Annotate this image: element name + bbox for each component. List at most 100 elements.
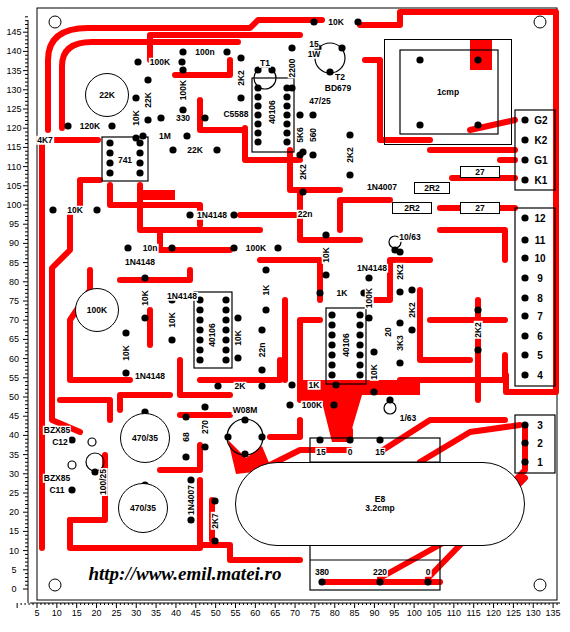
axis-tick — [25, 539, 28, 540]
axis-tick — [267, 603, 268, 605]
solder-pad — [332, 381, 339, 388]
pin-label: 5 — [536, 350, 544, 361]
solder-pad — [309, 151, 316, 158]
axis-tick — [191, 603, 192, 605]
solder-pad — [136, 169, 143, 176]
axis-tick — [509, 603, 510, 605]
axis-tick — [25, 251, 28, 252]
axis-tick — [23, 339, 28, 340]
axis-tick — [25, 132, 28, 133]
part-name: 15 — [308, 40, 319, 49]
axis-tick — [25, 347, 28, 348]
axis-tick — [338, 603, 339, 605]
solder-pad — [230, 244, 237, 251]
axis-tick — [291, 603, 292, 605]
solder-pad — [521, 351, 528, 358]
axis-tick — [430, 603, 431, 605]
axis-tick — [100, 603, 101, 605]
axis-tick — [23, 51, 28, 52]
axis-tick — [25, 231, 28, 232]
axis-tick — [279, 603, 280, 605]
axis-tick — [179, 603, 180, 605]
axis-number: 45 — [8, 411, 20, 421]
axis-tick — [219, 603, 220, 605]
axis-tick — [25, 327, 28, 328]
axis-tick — [104, 603, 105, 605]
part-name: W08M — [232, 406, 259, 415]
part-name: 47/25 — [308, 97, 331, 106]
solder-pad — [330, 401, 337, 408]
solder-pad — [356, 311, 363, 318]
copper-trace — [430, 147, 515, 153]
resistor-body: 2R2 — [414, 182, 450, 195]
axis-tick — [485, 603, 486, 605]
axis-tick — [124, 603, 125, 605]
part-value: 100K — [245, 244, 267, 253]
axis-tick — [25, 496, 28, 497]
axis-tick — [17, 603, 18, 608]
solder-pad — [64, 122, 71, 129]
solder-pad — [376, 578, 383, 585]
axis-tick — [23, 416, 28, 417]
axis-tick — [52, 603, 53, 605]
part-value: 10K — [168, 311, 177, 329]
axis-tick — [25, 16, 28, 17]
axis-tick — [263, 603, 264, 605]
axis-tick — [25, 581, 28, 582]
axis-tick — [112, 603, 113, 605]
solder-pad — [408, 326, 415, 333]
axis-tick — [402, 603, 403, 605]
part-value: 2200 — [288, 58, 297, 79]
axis-tick — [25, 458, 28, 459]
axis-tick — [378, 603, 379, 605]
axis-number: 5 — [33, 608, 40, 618]
part-name: 40106 — [268, 99, 277, 125]
transformer-body: E83.2cmp — [235, 462, 525, 546]
part-value: 22K — [186, 146, 204, 155]
axis-tick — [72, 603, 73, 605]
axis-number: 50 — [8, 392, 20, 402]
solder-pad — [237, 94, 244, 101]
solder-pad — [49, 206, 56, 213]
solder-pad — [124, 244, 131, 251]
solder-pad — [346, 436, 353, 443]
copper-trace — [500, 157, 515, 163]
solder-pad — [316, 289, 323, 296]
axis-tick — [25, 120, 28, 121]
part-value: 10n — [142, 244, 159, 253]
axis-tick — [25, 274, 28, 275]
part-value: 10K — [234, 329, 243, 347]
pin-label: G2 — [533, 115, 548, 126]
axis-number: 65 — [269, 608, 281, 618]
axis-tick — [140, 603, 141, 605]
solder-pad — [201, 403, 208, 410]
solder-pad — [214, 382, 221, 389]
axis-tick — [283, 603, 284, 605]
solder-pad — [234, 314, 241, 321]
solder-pad — [196, 336, 203, 343]
part-value: 100K — [149, 58, 171, 67]
axis-number: 55 — [229, 608, 241, 618]
part-name: 1N4148 — [166, 292, 198, 301]
copper-trace — [120, 395, 170, 410]
solder-pad — [136, 139, 143, 146]
axis-tick — [25, 366, 28, 367]
axis-tick — [239, 603, 240, 605]
axis-number: 115 — [466, 608, 482, 618]
solder-pad — [521, 294, 528, 301]
axis-number: 40 — [170, 608, 182, 618]
solder-pad — [254, 120, 261, 127]
axis-tick — [29, 603, 30, 605]
axis-tick — [25, 408, 28, 409]
axis-tick — [25, 239, 28, 240]
solder-pad — [521, 214, 528, 221]
part-value: 1N4148 — [196, 211, 228, 220]
axis-number: 70 — [289, 608, 301, 618]
solder-pad — [424, 578, 431, 585]
axis-tick — [148, 603, 149, 605]
solder-pad — [222, 356, 229, 363]
axis-tick — [144, 603, 145, 605]
solder-pad — [474, 306, 481, 313]
solder-pad — [299, 148, 306, 155]
axis-tick — [25, 28, 28, 29]
